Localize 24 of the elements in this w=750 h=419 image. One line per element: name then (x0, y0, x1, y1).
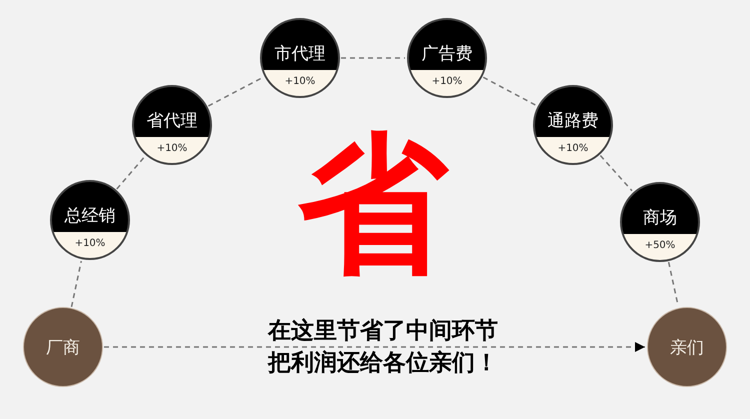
connector-line (208, 76, 264, 107)
percent-label: +10% (284, 76, 316, 87)
node-title: 市代理 (274, 43, 326, 65)
node-title: 省代理 (146, 110, 198, 132)
node-title: 总经销 (64, 205, 116, 227)
node-title: 亲们 (670, 336, 704, 358)
node-title: 商场 (643, 207, 677, 229)
connector-line (70, 260, 82, 308)
connector-line (116, 156, 146, 190)
slogan-text: 把利润还给各位亲们！ (268, 348, 498, 378)
node-title: 厂商 (46, 336, 80, 358)
percent-label: +10% (432, 76, 462, 87)
connector-line (600, 155, 633, 192)
connector-line (482, 76, 536, 106)
slogan-text: 在这里节省了中间环节 (268, 316, 498, 346)
percent-label: +10% (74, 238, 106, 249)
node-title: 通路费 (548, 110, 598, 132)
connector-line (341, 57, 405, 59)
arrow (104, 342, 645, 352)
percent-label: +50% (644, 240, 676, 251)
percent-label: +10% (558, 143, 588, 154)
node-title: 广告费 (422, 43, 472, 65)
percent-label: +10% (156, 143, 188, 154)
big-character: 省 (298, 130, 448, 280)
